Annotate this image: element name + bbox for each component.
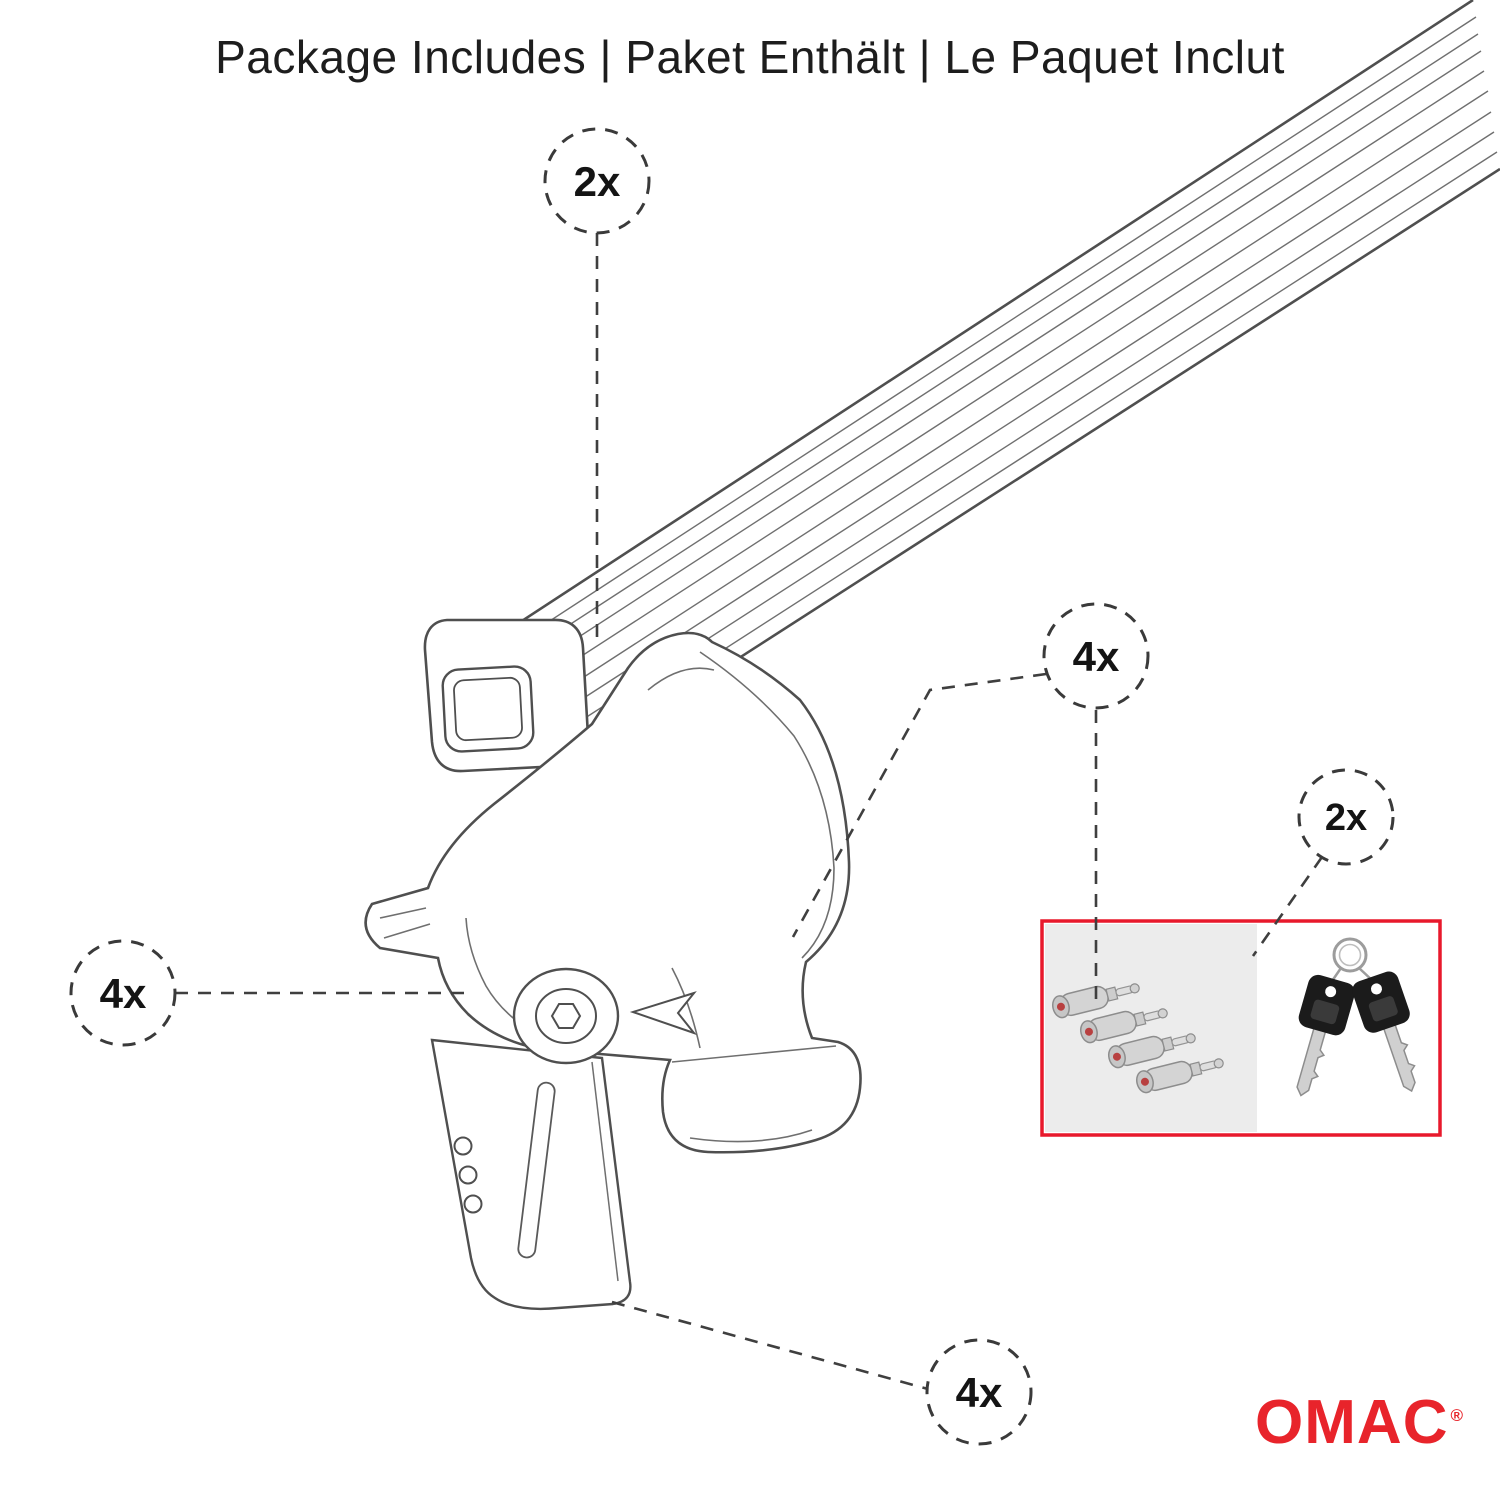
crossbar-fill xyxy=(508,0,1500,757)
callout-keys-qty: 2x xyxy=(1325,797,1367,839)
foot-contours xyxy=(379,651,837,1143)
lock-cylinder xyxy=(1107,1033,1196,1069)
clamp-bracket xyxy=(430,1038,632,1311)
callouts: 2x 4x 4x 2x 4x xyxy=(69,127,1395,1446)
lock-cylinder xyxy=(1079,1008,1168,1044)
lock-cylinder xyxy=(1051,983,1140,1019)
key-icon xyxy=(1352,971,1416,1093)
callout-locks-circle xyxy=(1042,602,1150,710)
leader-locks-to-part xyxy=(791,672,1047,938)
locks-photo-background xyxy=(1045,924,1257,1132)
lock-cylinders-image xyxy=(1051,983,1224,1094)
callout-foot-circle xyxy=(69,939,177,1047)
clamp-slot xyxy=(517,1081,556,1259)
clamp-hole xyxy=(463,1194,483,1214)
key-icon xyxy=(1296,974,1355,1097)
clamp-inner-edge xyxy=(591,1061,619,1282)
key-ring-inner xyxy=(1338,943,1362,967)
crossbar-ridges xyxy=(515,16,1498,745)
callout-clamp: 4x xyxy=(925,1338,1033,1446)
foot-outline xyxy=(364,631,862,1154)
callout-crossbar-circle xyxy=(543,127,651,235)
end-cap xyxy=(423,618,590,773)
clamp-hole xyxy=(458,1165,478,1185)
leader-lines xyxy=(175,233,1324,1391)
callout-crossbar-qty: 2x xyxy=(574,158,621,205)
mounting-foot xyxy=(364,631,862,1154)
clamp-hole xyxy=(453,1136,473,1156)
registered-mark: ® xyxy=(1450,1406,1464,1426)
lock-cylinder xyxy=(1135,1058,1224,1094)
omac-logo: OMAC® xyxy=(1255,1392,1464,1454)
crossbar-top-edge xyxy=(507,0,1474,632)
keys-image xyxy=(1296,937,1416,1097)
accessories-inset xyxy=(1040,919,1442,1137)
leader-keys xyxy=(1251,856,1324,957)
callout-locks: 4x xyxy=(1042,602,1150,710)
omac-logo-text: OMAC xyxy=(1255,1388,1449,1457)
callout-foot: 4x xyxy=(69,939,177,1047)
callout-locks-qty: 4x xyxy=(1073,633,1120,680)
key-ring-icon xyxy=(1332,937,1368,973)
callout-foot-qty: 4x xyxy=(100,970,147,1017)
callout-clamp-circle xyxy=(925,1338,1033,1446)
callout-crossbar: 2x xyxy=(543,127,651,235)
leader-clamp xyxy=(611,1300,929,1391)
page-title: Package Includes | Paket Enthält | Le Pa… xyxy=(215,31,1285,83)
callout-keys: 2x xyxy=(1297,768,1395,866)
end-cap-hole-inner xyxy=(453,676,523,742)
bolt-hex-socket xyxy=(550,1003,582,1029)
callout-keys-circle xyxy=(1297,768,1395,866)
callout-clamp-qty: 4x xyxy=(956,1369,1003,1416)
pointer-arrow xyxy=(629,991,697,1036)
